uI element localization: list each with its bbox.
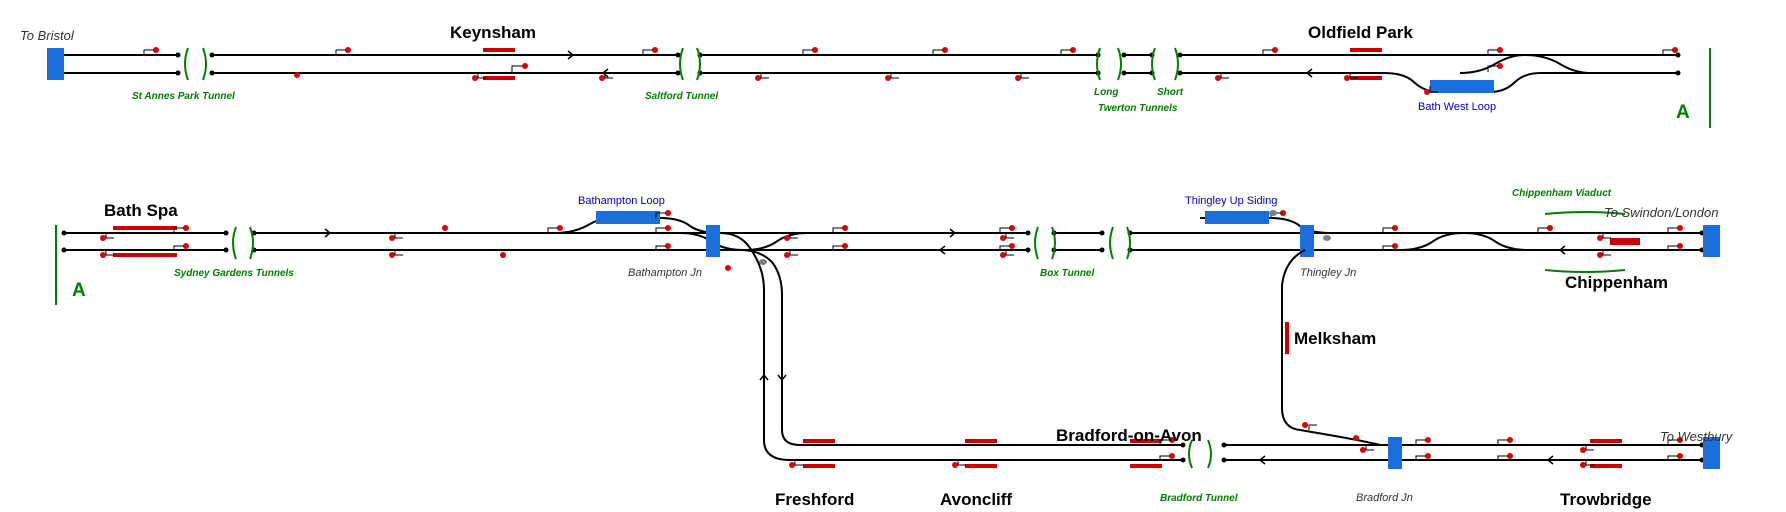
block-bathampton-loop [596, 211, 660, 224]
ground-discs [759, 210, 1331, 265]
station-avoncliff: Avoncliff [940, 490, 1012, 509]
branch-track-end-dots [1180, 442, 1705, 463]
station-bradford-on-avon: Bradford-on-Avon [1056, 426, 1202, 445]
tunnel-box: Box Tunnel [1040, 268, 1094, 279]
block-bradford-jn [1388, 437, 1402, 469]
row1-tunnel-portals [184, 47, 1179, 81]
tunnel-bradford: Bradford Tunnel [1160, 493, 1238, 504]
row2-tracks [62, 217, 1718, 251]
destination-bristol: To Bristol [20, 28, 75, 43]
branch-direction-arrows [759, 373, 1554, 465]
row1-signals [143, 47, 1678, 95]
row2-signals [100, 210, 1683, 271]
block-bristol [47, 48, 64, 80]
block-westbury [1703, 437, 1720, 469]
tunnel-short: Short [1157, 87, 1184, 98]
row2-direction-arrows [324, 228, 1566, 255]
bradford-tunnel-portals [1188, 439, 1212, 469]
loop-bath-west: Bath West Loop [1418, 101, 1496, 113]
row1-tracks [48, 53, 1680, 93]
block-thingley-jn [1300, 225, 1314, 257]
station-oldfield-park: Oldfield Park [1308, 23, 1413, 42]
tunnel-long: Long [1094, 87, 1118, 98]
block-thingley-up-siding [1205, 211, 1269, 224]
destination-swindon-london: To Swindon/London [1604, 205, 1718, 220]
row2-tunnel-portals [232, 211, 1626, 273]
station-bath-spa: Bath Spa [104, 201, 178, 220]
continuation-marker-a-bottom: A [72, 280, 86, 301]
branch-platforms [803, 322, 1622, 468]
tunnel-chippenham-viaduct: Chippenham Viaduct [1512, 188, 1612, 199]
junction-thingley: Thingley Jn [1300, 267, 1356, 279]
tunnel-sydney-gardens: Sydney Gardens Tunnels [174, 268, 294, 279]
row1-direction-arrows [567, 50, 1313, 78]
station-keynsham: Keynsham [450, 23, 536, 42]
tunnel-twerton: Twerton Tunnels [1098, 103, 1178, 114]
destination-westbury: To Westbury [1660, 429, 1734, 444]
block-bath-west-loop [1430, 80, 1494, 93]
loop-bathampton: Bathampton Loop [578, 195, 665, 207]
junction-bathampton: Bathampton Jn [628, 267, 702, 279]
station-chippenham: Chippenham [1565, 273, 1668, 292]
junction-bradford: Bradford Jn [1356, 492, 1413, 504]
branch-signals [789, 422, 1683, 468]
tunnel-st-annes: St Annes Park Tunnel [132, 91, 235, 102]
tunnel-saltford: Saltford Tunnel [645, 91, 718, 102]
loop-thingley-up: Thingley Up Siding [1185, 195, 1277, 207]
branch-tracks [719, 232, 1718, 461]
row2-platforms [113, 226, 1640, 257]
continuation-marker-a-top: A [1676, 102, 1690, 123]
block-bathampton-jn [706, 225, 720, 257]
station-trowbridge: Trowbridge [1560, 490, 1652, 509]
station-freshford: Freshford [775, 490, 854, 509]
station-melksham: Melksham [1294, 329, 1376, 348]
block-swindon [1703, 225, 1720, 257]
row1-platforms [483, 48, 1382, 80]
